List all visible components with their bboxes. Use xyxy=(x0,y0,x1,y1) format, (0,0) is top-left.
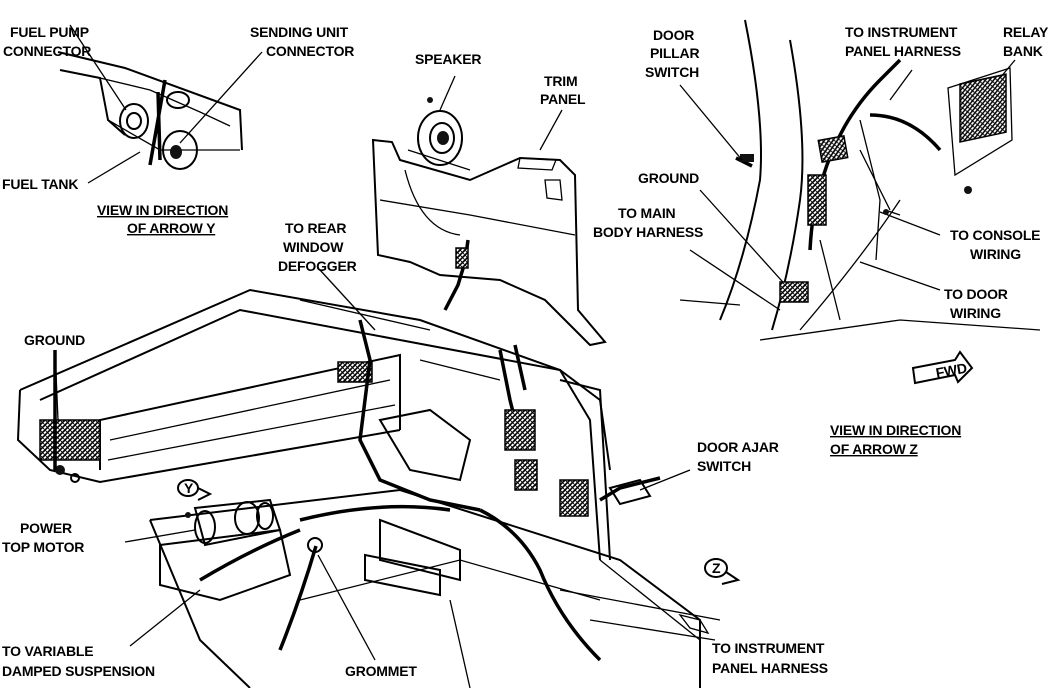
view-y-caption-2: OF ARROW Y xyxy=(127,220,216,236)
arrow-z-indicator: Z xyxy=(704,558,741,585)
variable-suspension-label-2: DAMPED SUSPENSION xyxy=(2,663,155,679)
fuel-tank-label: FUEL TANK xyxy=(2,176,78,192)
fwd-label: FWD xyxy=(934,360,968,381)
fuel-pump-connector-label: FUEL PUMP xyxy=(10,24,89,40)
relay-bank-label-2: BANK xyxy=(1003,43,1043,59)
leader-lines xyxy=(54,269,716,661)
arrow-y-indicator: Y xyxy=(177,479,213,501)
fuel-pump-connector-label-2: CONNECTOR xyxy=(3,43,91,59)
ground-right-label: GROUND xyxy=(638,170,699,186)
forward-arrow: FWD xyxy=(911,350,974,385)
door-wiring-label-2: WIRING xyxy=(950,305,1001,321)
door-pillar-inset xyxy=(679,19,1041,341)
door-ajar-label-2: SWITCH xyxy=(697,458,751,474)
console-wiring-label-2: WIRING xyxy=(970,246,1021,262)
power-top-label-2: TOP MOTOR xyxy=(2,539,84,555)
door-pillar-label: DOOR xyxy=(653,27,694,43)
trim-panel-label-2: PANEL xyxy=(540,91,586,107)
arrow-y-label: Y xyxy=(184,480,194,496)
rear-window-label-2: WINDOW xyxy=(283,239,344,255)
door-pillar-label-2: PILLAR xyxy=(650,45,699,61)
sending-unit-label: SENDING UNIT xyxy=(250,24,349,40)
ground-left-label: GROUND xyxy=(24,332,85,348)
view-y-caption: VIEW IN DIRECTION xyxy=(97,202,228,218)
door-ajar-label: DOOR AJAR xyxy=(697,439,779,455)
door-wiring-label: TO DOOR xyxy=(944,286,1008,302)
view-z-caption: VIEW IN DIRECTION xyxy=(830,422,961,438)
main-body-label: TO MAIN xyxy=(618,205,676,221)
rear-window-label: TO REAR xyxy=(285,220,346,236)
grommet-label: GROMMET xyxy=(345,663,417,679)
ip-harness-bottom-label-2: PANEL HARNESS xyxy=(712,660,828,676)
labels: FUEL PUMP CONNECTOR SENDING UNIT CONNECT… xyxy=(2,24,1049,679)
cargo-area xyxy=(16,288,721,688)
relay-bank-label: RELAY xyxy=(1003,24,1049,40)
arrow-z-label: Z xyxy=(712,560,721,576)
sending-unit-label-2: CONNECTOR xyxy=(266,43,354,59)
trim-panel-label: TRIM xyxy=(544,73,577,89)
door-pillar-label-3: SWITCH xyxy=(645,64,699,80)
ip-harness-top-label: TO INSTRUMENT xyxy=(845,24,958,40)
view-z-caption-2: OF ARROW Z xyxy=(830,441,918,457)
variable-suspension-label: TO VARIABLE xyxy=(2,643,93,659)
fuel-tank-inset xyxy=(57,24,263,184)
rear-window-label-3: DEFOGGER xyxy=(278,258,357,274)
trim-panel-assembly xyxy=(371,75,607,347)
main-body-label-2: BODY HARNESS xyxy=(593,224,703,240)
power-top-label: POWER xyxy=(20,520,72,536)
console-wiring-label: TO CONSOLE xyxy=(950,227,1040,243)
speaker-label: SPEAKER xyxy=(415,51,481,67)
ip-harness-bottom-label: TO INSTRUMENT xyxy=(712,640,825,656)
ip-harness-top-label-2: PANEL HARNESS xyxy=(845,43,961,59)
